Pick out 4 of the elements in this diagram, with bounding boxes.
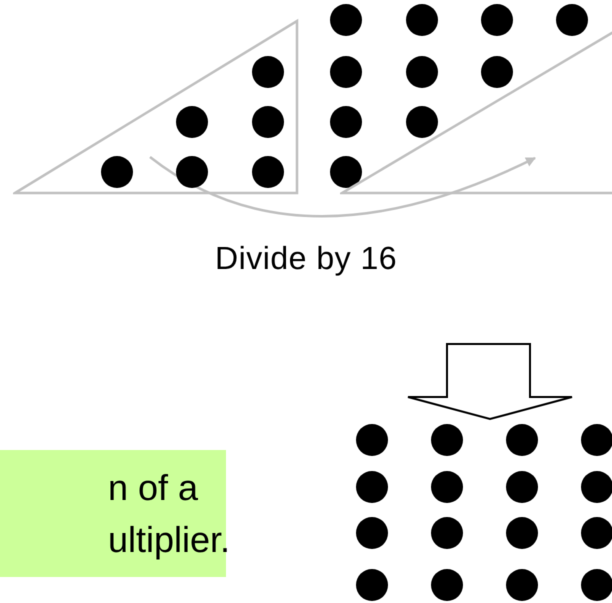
note-box [0, 450, 226, 577]
curved-arrow [149, 156, 536, 218]
dot-grid-drawing [354, 422, 612, 603]
block-arrow [407, 343, 573, 420]
